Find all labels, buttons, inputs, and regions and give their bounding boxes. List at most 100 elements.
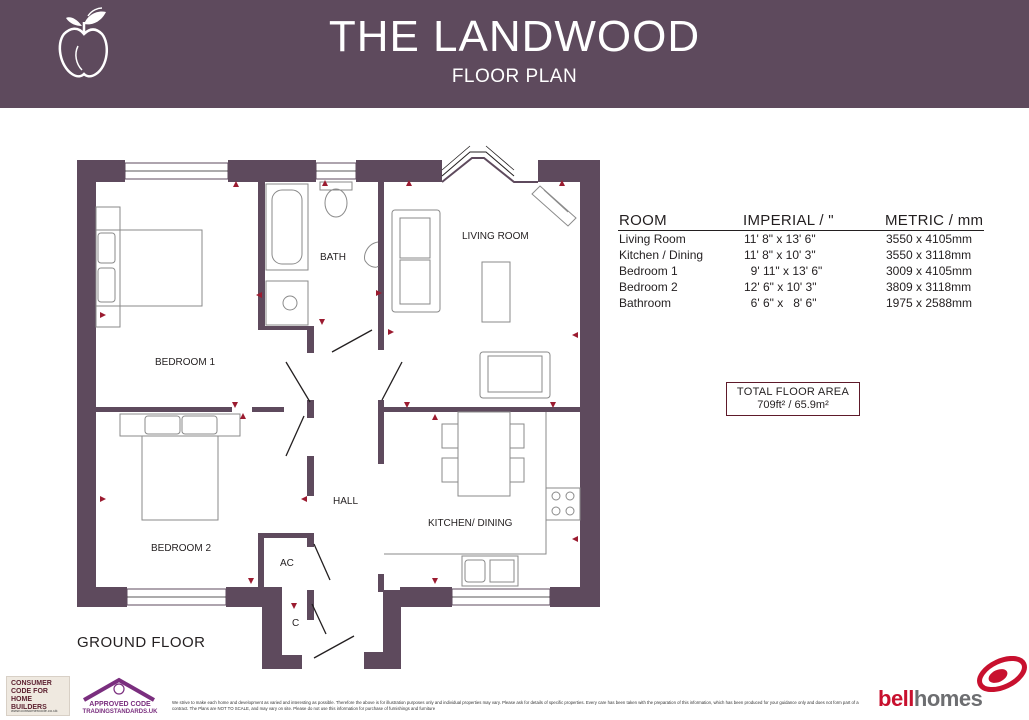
consumer-code-logo: CONSUMER CODE FOR HOME BUILDERS www.cons… — [6, 676, 70, 716]
bay-window — [441, 151, 515, 177]
marker — [406, 180, 412, 186]
schedule-room: Bathroom — [619, 296, 672, 310]
schedule-room: Living Room — [619, 232, 686, 246]
wall-living-left — [378, 182, 384, 350]
schedule-header-metric: METRIC / mm — [885, 212, 984, 229]
marker — [322, 180, 328, 186]
schedule-metric: 1975 x 2588mm — [886, 296, 973, 310]
wall-kitchen-left-2 — [378, 574, 384, 592]
wall-left — [77, 160, 96, 607]
marker — [404, 402, 410, 408]
wall-cupboard-right — [307, 590, 314, 620]
bed-bedroom2 — [119, 413, 241, 521]
room-label-bedroom1: BEDROOM 1 — [155, 357, 216, 368]
marker — [232, 402, 238, 408]
schedule-rule — [618, 230, 984, 231]
marker — [319, 319, 325, 325]
wall-bath-left — [258, 182, 265, 328]
wall-bath-stub — [307, 328, 314, 353]
floor-label: GROUND FLOOR — [77, 634, 206, 651]
brand-homes: homes — [913, 686, 983, 711]
wall-hall-left — [307, 456, 314, 496]
page-subtitle: FLOOR PLAN — [451, 66, 578, 87]
window-glazing — [125, 170, 550, 598]
marker — [256, 292, 262, 298]
wall-top-2 — [228, 160, 316, 182]
schedule-row: Bedroom 1 9' 11" x 13' 6" 3009 x 4105mm — [618, 264, 998, 280]
schedule-imperial: 11' 8" x 13' 6" — [744, 232, 816, 246]
wall-top-1 — [77, 160, 125, 182]
room-label-cupboard: C — [292, 618, 300, 629]
position-markers — [100, 180, 578, 609]
schedule-row: Living Room 11' 8" x 13' 6" 3550 x 4105m… — [618, 232, 998, 248]
wall-ac-left — [258, 533, 264, 588]
marker — [301, 496, 307, 502]
marker — [291, 603, 297, 609]
total-floor-area: TOTAL FLOOR AREA 709ft² / 65.9m² — [726, 382, 860, 416]
bathroom-fixtures — [265, 181, 379, 326]
marker — [572, 332, 578, 338]
bellhomes-logo: bellhomes — [876, 656, 1027, 716]
bell-swirl-icon — [977, 656, 1027, 692]
schedule-metric: 3550 x 4105mm — [886, 232, 973, 246]
wall-bed-divider-1 — [96, 407, 232, 412]
floor-plan-drawing — [77, 145, 600, 669]
marker — [550, 402, 556, 408]
wall-ac-right — [307, 533, 314, 547]
page-title: THE LANDWOOD — [328, 12, 701, 61]
schedule-row: Bedroom 2 12' 6" x 10' 3" 3809 x 3118mm — [618, 280, 998, 296]
schedule-row: Kitchen / Dining 11' 8" x 10' 3" 3550 x … — [618, 248, 998, 264]
room-label-bath: BATH — [320, 252, 346, 263]
wall-top-3 — [356, 160, 442, 182]
wall-bottom-3 — [400, 587, 452, 607]
schedule-metric: 3550 x 3118mm — [886, 248, 972, 262]
disclaimer-text: We strive to make each home and developm… — [172, 700, 859, 711]
tsi-roof-icon — [83, 677, 155, 702]
schedule-room: Bedroom 2 — [619, 280, 678, 294]
schedule-header-imperial: IMPERIAL / " — [743, 212, 834, 229]
marker — [248, 578, 254, 584]
wall-bottom-1 — [77, 587, 127, 607]
room-label-ac: AC — [280, 558, 294, 569]
consumer-code-url: www.consumercode.co.uk — [11, 708, 58, 713]
living-furniture — [391, 185, 577, 399]
wall-hall-stub-1 — [307, 400, 314, 418]
schedule-imperial: 9' 11" x 13' 6" — [744, 264, 823, 278]
schedule-imperial: 6' 6" x 8' 6" — [744, 296, 817, 310]
schedule-metric: 3809 x 3118mm — [886, 280, 972, 294]
walls — [77, 160, 600, 669]
wall-kitchen-left-1 — [378, 412, 384, 464]
windows — [124, 162, 551, 606]
bed-bedroom1 — [95, 206, 203, 328]
brand-wordmark: bellhomes — [878, 686, 983, 712]
wall-hall-stub-2 — [378, 400, 384, 418]
room-label-bedroom2: BEDROOM 2 — [151, 543, 212, 554]
total-area-value: 709ft² / 65.9m² — [757, 399, 829, 411]
schedule-metric: 3009 x 4105mm — [886, 264, 973, 278]
wall-right — [580, 160, 600, 607]
marker — [376, 290, 382, 296]
schedule-imperial: 12' 6" x 10' 3" — [744, 280, 817, 294]
schedule-imperial: 11' 8" x 10' 3" — [744, 248, 816, 262]
tsi-line1: APPROVED CODE — [89, 701, 151, 708]
marker — [240, 413, 246, 419]
schedule-room: Bedroom 1 — [619, 264, 678, 278]
header-banner: THE LANDWOOD FLOOR PLAN — [0, 0, 1029, 108]
wall-bath-bottom — [258, 326, 314, 330]
consumer-code-text: CONSUMER CODE FOR HOME BUILDERS — [11, 680, 52, 711]
schedule-row: Bathroom 6' 6" x 8' 6" 1975 x 2588mm — [618, 296, 998, 312]
tsi-line2: TRADINGSTANDARDS.UK — [82, 709, 158, 715]
wall-bottom-4 — [550, 587, 600, 607]
wall-ac-top — [258, 533, 314, 538]
marker — [432, 414, 438, 420]
marker — [559, 180, 565, 186]
schedule-room: Kitchen / Dining — [619, 248, 704, 262]
wall-living-kitchen — [384, 407, 580, 412]
wall-porch-bottom — [262, 655, 302, 669]
brand-bell: bell — [878, 686, 914, 711]
room-label-living: LIVING ROOM — [462, 231, 529, 242]
wall-bottom-2 — [226, 587, 262, 607]
marker — [572, 536, 578, 542]
apple-logo-icon — [58, 7, 109, 78]
marker — [432, 578, 438, 584]
